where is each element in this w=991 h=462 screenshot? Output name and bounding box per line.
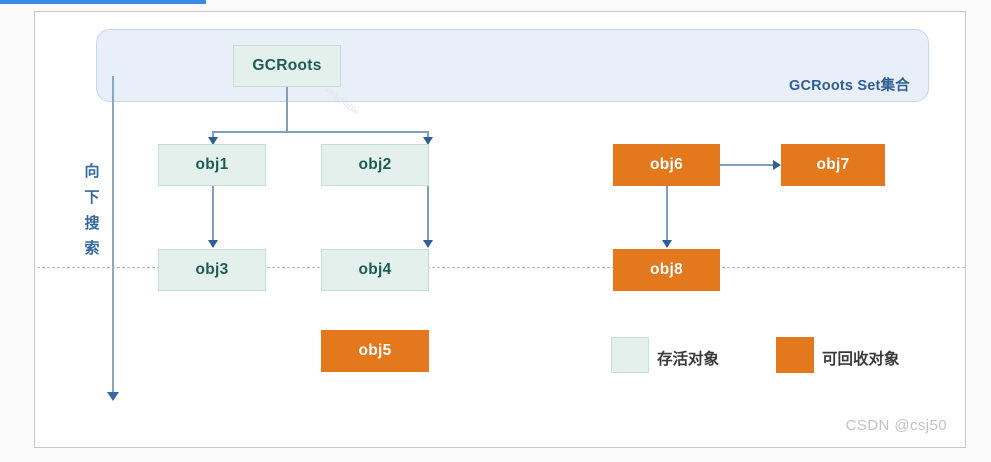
connector-gcroots-bus — [212, 131, 428, 133]
arrow-right-icon-obj7 — [773, 160, 781, 170]
legend-label-live: 存活对象 — [657, 351, 720, 368]
connector-obj6-to-obj7 — [720, 164, 774, 166]
axis-label-char-1: 向 — [84, 163, 100, 180]
downward-search-arrow-icon — [107, 392, 119, 401]
node-obj5[interactable]: obj5 — [321, 330, 429, 372]
node-obj2[interactable]: obj2 — [321, 144, 429, 186]
node-obj8[interactable]: obj8 — [613, 249, 720, 291]
reachability-boundary-dashed-line — [37, 267, 965, 268]
legend-swatch-garbage — [776, 337, 814, 373]
arrow-down-icon-obj1 — [208, 137, 218, 145]
node-gcroots[interactable]: GCRoots — [233, 45, 341, 87]
axis-label-char-3: 搜 — [84, 214, 100, 232]
gcroots-set-container: GCRoots Set集合 — [96, 29, 929, 102]
downward-search-axis-line — [112, 76, 114, 394]
connector-obj1-to-obj3 — [212, 186, 214, 242]
connector-gcroots-stem — [286, 87, 288, 131]
arrow-down-icon-obj4 — [423, 240, 433, 248]
gcroots-set-label: GCRoots Set集合 — [788, 78, 910, 94]
arrow-down-icon-obj8 — [662, 240, 672, 248]
legend-label-garbage: 可回收对象 — [822, 351, 900, 368]
axis-label-char-2: 下 — [84, 188, 100, 206]
connector-obj2-to-obj4 — [427, 186, 429, 242]
node-obj7[interactable]: obj7 — [781, 144, 885, 186]
node-obj6[interactable]: obj6 — [613, 144, 720, 186]
node-obj1[interactable]: obj1 — [158, 144, 266, 186]
connector-obj6-to-obj8 — [666, 186, 668, 242]
downward-search-label: 向 下 搜 索 — [81, 159, 103, 262]
diagram-card: GCRoots Set集合 向 下 搜 索 GCRoots reachable … — [34, 11, 966, 448]
arrow-down-icon-obj2 — [423, 137, 433, 145]
arrow-down-icon-obj3 — [208, 240, 218, 248]
node-obj3[interactable]: obj3 — [158, 249, 266, 291]
watermark: CSDN @csj50 — [845, 417, 947, 434]
top-accent-bar — [0, 0, 206, 4]
axis-label-char-4: 索 — [84, 240, 100, 258]
node-obj4[interactable]: obj4 — [321, 249, 429, 291]
legend-swatch-live — [611, 337, 649, 373]
